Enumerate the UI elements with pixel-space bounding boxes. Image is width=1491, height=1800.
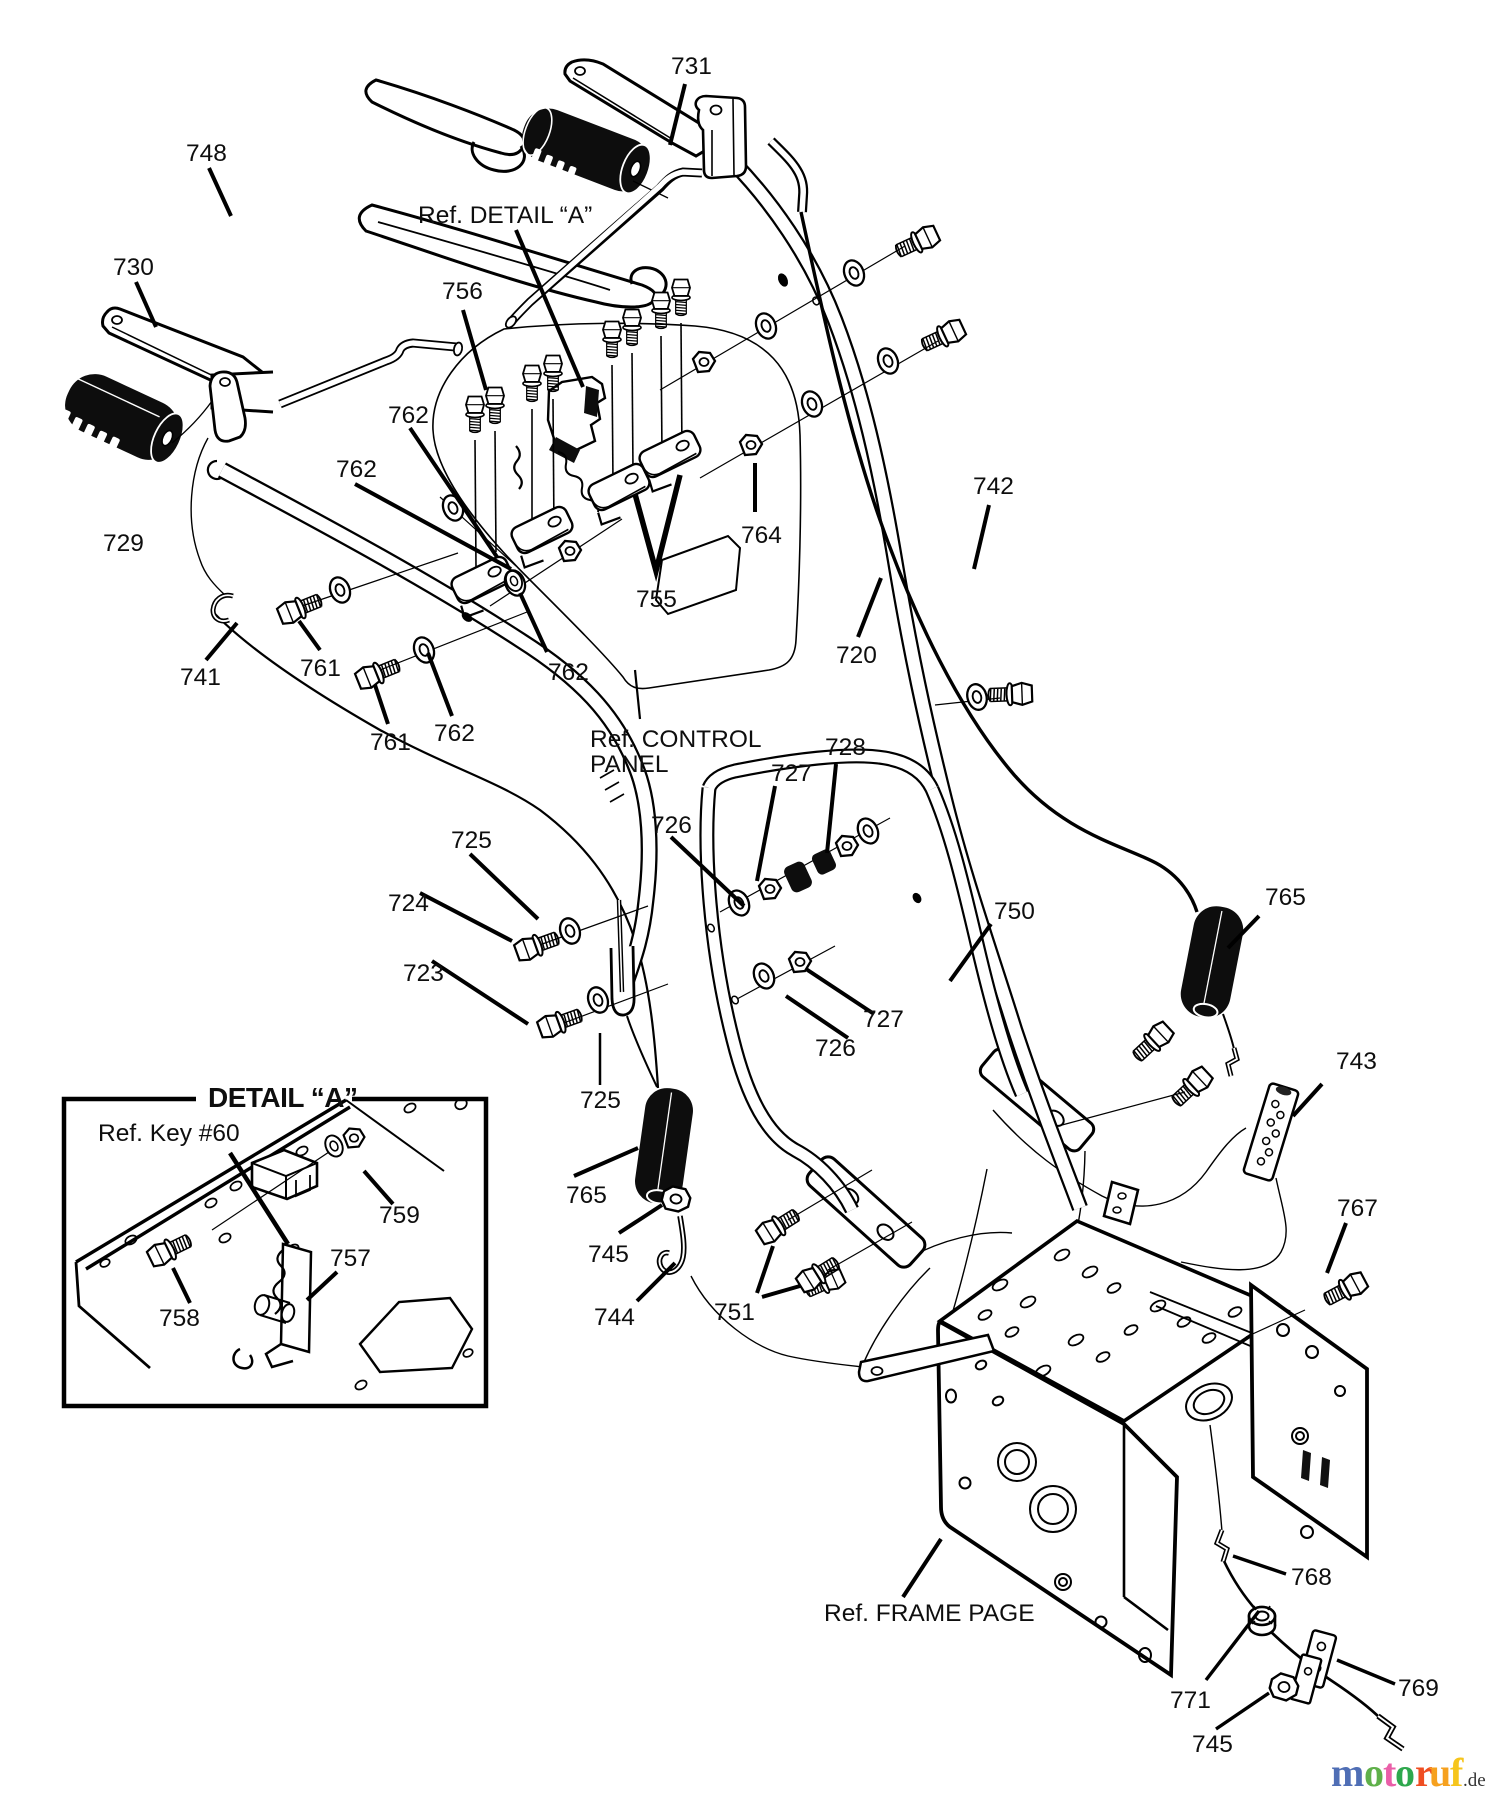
svg-text:765: 765 [566, 1182, 607, 1209]
svg-text:t: t [1383, 1750, 1397, 1795]
svg-text:727: 727 [771, 760, 812, 787]
svg-text:769: 769 [1398, 1675, 1439, 1702]
svg-text:742: 742 [973, 473, 1014, 500]
svg-text:Ref. Key #60: Ref. Key #60 [98, 1120, 240, 1147]
svg-text:Ref. DETAIL “A”: Ref. DETAIL “A” [418, 202, 592, 229]
svg-text:762: 762 [434, 720, 475, 747]
svg-text:741: 741 [180, 664, 221, 691]
svg-text:Ref. CONTROL: Ref. CONTROL [590, 726, 762, 753]
svg-text:726: 726 [815, 1035, 856, 1062]
svg-text:729: 729 [103, 530, 144, 557]
svg-text:o: o [1395, 1750, 1414, 1795]
svg-text:755: 755 [636, 586, 677, 613]
svg-text:762: 762 [388, 402, 429, 429]
svg-text:751: 751 [714, 1299, 755, 1326]
svg-text:745: 745 [588, 1241, 629, 1268]
svg-text:f: f [1450, 1750, 1464, 1795]
svg-text:723: 723 [403, 960, 444, 987]
svg-text:744: 744 [594, 1304, 635, 1331]
svg-text:725: 725 [580, 1087, 621, 1114]
svg-text:757: 757 [330, 1245, 371, 1272]
svg-text:761: 761 [300, 655, 341, 682]
svg-text:PANEL: PANEL [590, 751, 669, 778]
svg-text:.de: .de [1463, 1770, 1486, 1791]
svg-text:762: 762 [336, 456, 377, 483]
svg-text:745: 745 [1192, 1731, 1233, 1758]
svg-text:764: 764 [741, 522, 782, 549]
svg-text:u: u [1429, 1750, 1451, 1795]
svg-text:Ref. FRAME PAGE: Ref. FRAME PAGE [824, 1600, 1035, 1627]
svg-text:756: 756 [442, 278, 483, 305]
svg-text:759: 759 [379, 1202, 420, 1229]
svg-text:720: 720 [836, 642, 877, 669]
svg-text:767: 767 [1337, 1195, 1378, 1222]
svg-text:743: 743 [1336, 1048, 1377, 1075]
svg-text:727: 727 [863, 1006, 904, 1033]
svg-text:DETAIL “A”: DETAIL “A” [208, 1082, 358, 1113]
svg-text:748: 748 [186, 140, 227, 167]
svg-text:o: o [1364, 1750, 1383, 1795]
svg-text:726: 726 [651, 812, 692, 839]
svg-text:765: 765 [1265, 884, 1306, 911]
svg-text:725: 725 [451, 827, 492, 854]
svg-text:750: 750 [994, 898, 1035, 925]
svg-text:762: 762 [548, 659, 589, 686]
svg-text:730: 730 [113, 254, 154, 281]
svg-text:758: 758 [159, 1305, 200, 1332]
svg-text:m: m [1331, 1750, 1364, 1795]
svg-text:768: 768 [1291, 1564, 1332, 1591]
svg-text:724: 724 [388, 890, 429, 917]
svg-text:761: 761 [370, 729, 411, 756]
svg-text:771: 771 [1170, 1687, 1211, 1714]
svg-text:728: 728 [825, 734, 866, 761]
svg-text:r: r [1415, 1750, 1432, 1795]
svg-text:731: 731 [671, 53, 712, 80]
